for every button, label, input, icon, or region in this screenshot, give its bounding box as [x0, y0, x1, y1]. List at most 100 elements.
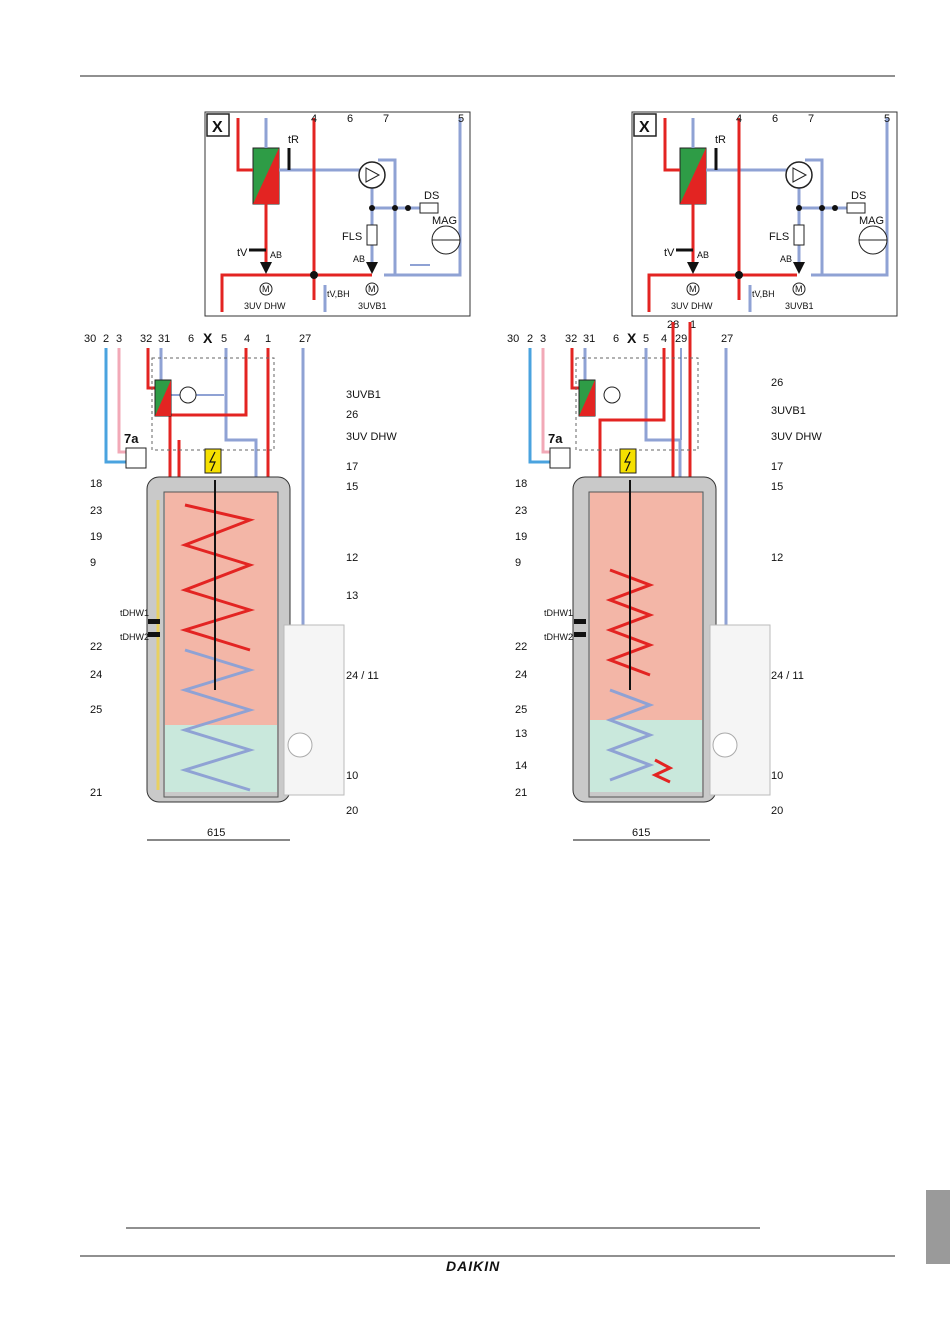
heating-coil-cold [179, 648, 256, 792]
diagram-label: 30 [84, 333, 96, 345]
diagram-label: tDHW1 [544, 608, 573, 618]
heating-coil-hot [179, 503, 256, 652]
pump-icon [785, 161, 813, 189]
inset-x-box [206, 113, 230, 137]
diagram-label: 24 [515, 669, 527, 681]
diagram-label: 10 [346, 770, 358, 782]
pump-icon [358, 161, 386, 189]
diagram-label: tDHW2 [120, 632, 149, 642]
diagram-label: 7a [124, 431, 139, 446]
diagram-label: 6 [772, 113, 778, 125]
diagram-label: 4 [736, 113, 742, 125]
diagram-label: tV,BH [327, 289, 350, 299]
diagram-label: AB [353, 254, 365, 264]
diagram-label: 26 [346, 409, 358, 421]
diagram-label: AB [697, 250, 709, 260]
diagram-label: 24 / 11 [771, 670, 804, 682]
diagram-label: 5 [458, 113, 464, 125]
diagram-label: 18 [90, 478, 102, 490]
diagram-label: 25 [515, 704, 527, 716]
diagram-label: 3 [540, 333, 546, 345]
heat-exchanger-red [253, 148, 279, 204]
diagram-label: M [689, 284, 697, 294]
diagram-label: M [795, 284, 803, 294]
diagram-label: 6 [347, 113, 353, 125]
diagram-label: 1 [690, 319, 696, 331]
diagram-label: 3UV DHW [671, 301, 713, 311]
left-diagram: X DS MAG FLS M M [84, 111, 471, 841]
diagram-label: 3UV DHW [244, 301, 286, 311]
diagram-label: 20 [346, 805, 358, 817]
diagram-label: 24 / 11 [346, 670, 379, 682]
diagram-label: 7 [808, 113, 814, 125]
diagram-label: M [262, 284, 270, 294]
diagram-label: 3 [116, 333, 122, 345]
diagram-label: 18 [515, 478, 527, 490]
diagram-label: 2 [527, 333, 533, 345]
side-tab [926, 1190, 950, 1264]
diagram-label: 22 [90, 641, 102, 653]
diagram-label: 3UV DHW [346, 431, 397, 443]
valve-7a-icon [125, 447, 147, 469]
diagram-label: 23 [90, 505, 102, 517]
diagram-label: 9 [515, 557, 521, 569]
diagram-label: 3UVB1 [785, 301, 814, 311]
diagram-label: 7a [548, 431, 563, 446]
inset-frame [631, 111, 898, 317]
diagram-label: 12 [771, 552, 783, 564]
diagram-label: 6 [188, 333, 194, 345]
valve-3uvb1-icon [366, 262, 378, 274]
diagram-label: 615 [632, 827, 650, 839]
diagram-label: 32 [140, 333, 152, 345]
diagram-label: 23 [515, 505, 527, 517]
fls-sensor [366, 224, 378, 246]
valve-3uv-dhw-icon [260, 262, 272, 274]
diagram-label: 3UV DHW [771, 431, 822, 443]
diagram-label: 29 [675, 333, 687, 345]
ds-label: DS [424, 190, 439, 202]
diagram-label: 7 [383, 113, 389, 125]
diagram-label: 31 [583, 333, 595, 345]
diagram-label: 22 [515, 641, 527, 653]
tank-inner [163, 491, 279, 798]
diagram-label: X [639, 119, 650, 136]
diagram-label: 4 [244, 333, 250, 345]
valve-3uv-dhw-icon [687, 262, 699, 274]
diagram-label: 26 [771, 377, 783, 389]
pump-icon [603, 386, 621, 404]
diagram-label: 3UVB1 [771, 405, 806, 417]
module-x-dashed [151, 357, 275, 451]
diagram-label: tR [288, 134, 299, 146]
diagram-label: 13 [346, 590, 358, 602]
diagram-label: 10 [771, 770, 783, 782]
diagram-label: X [203, 330, 213, 346]
diagram-label: 25 [90, 704, 102, 716]
diagram-label: 19 [90, 531, 102, 543]
solar-coil [651, 758, 674, 784]
diagram-label: tV,BH [752, 289, 775, 299]
diagram-label: 5 [221, 333, 227, 345]
diagram-label: 19 [515, 531, 527, 543]
diagram-label: 21 [515, 787, 527, 799]
diagram-label: 9 [90, 557, 96, 569]
diagram-label: AB [780, 254, 792, 264]
diagram-label: 27 [721, 333, 733, 345]
diagram-label: tV [237, 247, 248, 259]
daikin-logo: DAIKIN [446, 1258, 501, 1274]
diagram-label: 17 [346, 461, 358, 473]
diagram-label: 32 [565, 333, 577, 345]
valve-3uvb1-icon [793, 262, 805, 274]
diagram-label: 27 [299, 333, 311, 345]
diagram-label: FLS [769, 231, 789, 243]
diagram-label: 21 [90, 787, 102, 799]
diagram-label: 615 [207, 827, 225, 839]
diagram-label: X [627, 330, 637, 346]
diagram-label: 14 [515, 760, 527, 772]
electric-box-icon [619, 448, 637, 474]
inset-frame [204, 111, 471, 317]
outdoor-unit-ghost [283, 624, 345, 796]
diagram-label: 31 [158, 333, 170, 345]
diagram-label: tR [715, 134, 726, 146]
diagram-label: 2 [103, 333, 109, 345]
